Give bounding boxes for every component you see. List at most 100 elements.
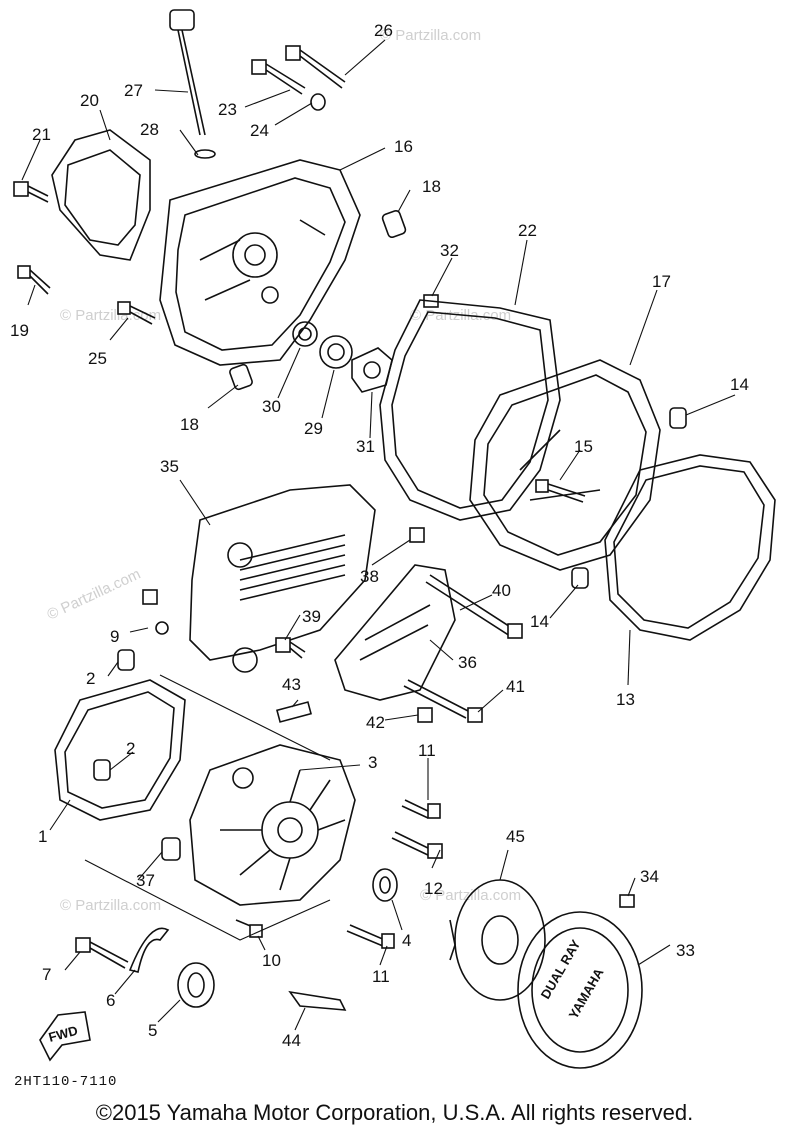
bearing-5 <box>177 962 215 1008</box>
bolt-11-lower <box>346 924 395 949</box>
callout-18: 18 <box>422 177 441 196</box>
callout-9: 9 <box>110 627 119 646</box>
dowel-2-bottom <box>93 759 111 781</box>
callout-40: 40 <box>492 581 511 600</box>
callout-45: 45 <box>506 827 525 846</box>
dowel-14-bottom <box>571 567 589 589</box>
dowel-14-top <box>669 407 687 429</box>
callout-21: 21 <box>32 125 51 144</box>
cover-marking-yamaha: YAMAHA <box>566 965 607 1021</box>
callout-42: 42 <box>366 713 385 732</box>
callout-11: 11 <box>418 741 436 760</box>
callout-29: 29 <box>304 419 323 438</box>
bolt-19 <box>17 265 51 295</box>
callout-26: 26 <box>374 21 393 40</box>
plate-36 <box>334 564 456 701</box>
callout-41: 41 <box>506 677 525 696</box>
callout-44: 44 <box>282 1031 301 1050</box>
bolt-12 <box>391 831 443 859</box>
cover-35 <box>189 484 376 673</box>
bolt-23 <box>251 59 306 95</box>
bolt-34 <box>619 894 635 908</box>
callout-2: 2 <box>86 669 95 688</box>
callout-14: 14 <box>530 612 549 631</box>
callout-39: 39 <box>302 607 321 626</box>
fwd-label: FWD <box>47 1023 79 1045</box>
bolt-40 <box>425 574 523 639</box>
callout-23: 23 <box>218 100 237 119</box>
callout-27: 27 <box>124 81 143 100</box>
cover-20 <box>51 129 151 261</box>
gasket-1-inner <box>64 691 175 809</box>
callout-34: 34 <box>640 867 659 886</box>
callout-36: 36 <box>458 653 477 672</box>
seal-4 <box>372 868 398 902</box>
gasket-22 <box>379 299 561 521</box>
cover-3 <box>189 744 356 906</box>
callout-5: 5 <box>148 1021 157 1040</box>
callout-32: 32 <box>440 241 459 260</box>
callout-31: 31 <box>356 437 375 456</box>
callout-25: 25 <box>88 349 107 368</box>
bolt-11-upper <box>401 799 441 819</box>
leader-lines <box>21 39 736 1031</box>
bolt-15 <box>535 479 586 503</box>
dipstick-27 <box>169 9 206 136</box>
copyright-notice: ©2015 Yamaha Motor Corporation, U.S.A. A… <box>95 1100 694 1125</box>
callout-1: 1 <box>38 827 47 846</box>
callout-12: 12 <box>424 879 443 898</box>
callout-35: 35 <box>160 457 179 476</box>
washer-24 <box>310 93 326 111</box>
plug-9 <box>142 589 169 635</box>
bearing-29 <box>319 335 353 369</box>
callout-14: 14 <box>730 375 749 394</box>
callout-13: 13 <box>616 690 635 709</box>
dowel-2-top <box>117 649 135 671</box>
callout-22: 22 <box>518 221 537 240</box>
watermark: © Partzilla.com <box>45 566 144 624</box>
bolt-42 <box>417 707 433 723</box>
callout-37: 37 <box>136 871 155 890</box>
gasket-1 <box>54 679 186 821</box>
dowel-18-top <box>381 209 407 239</box>
callout-labels: 1 2 2 3 4 5 6 7 9 10 11 11 12 13 14 14 1… <box>10 21 749 1050</box>
bolt-39 <box>275 637 306 659</box>
bolt-21 <box>13 181 49 203</box>
watermark: © Partzilla.com <box>60 897 161 914</box>
callout-10: 10 <box>262 951 281 970</box>
seal-6 <box>128 927 170 973</box>
callout-15: 15 <box>574 437 593 456</box>
gasket-13 <box>604 454 776 641</box>
o-ring-28 <box>194 149 216 159</box>
drawing-code: 2HT110-7110 <box>14 1074 118 1090</box>
callout-4: 4 <box>402 931 411 950</box>
callout-20: 20 <box>80 91 99 110</box>
callout-30: 30 <box>262 397 281 416</box>
cover-33: DUAL RAY YAMAHA <box>517 911 643 1069</box>
watermark: © Partzilla.com <box>60 307 161 324</box>
callout-17: 17 <box>652 272 671 291</box>
bolt-10 <box>235 919 263 938</box>
bracket-44 <box>288 990 347 1011</box>
callout-24: 24 <box>250 121 269 140</box>
callout-11: 11 <box>372 967 390 986</box>
callout-2: 2 <box>126 739 135 758</box>
fwd-arrow: FWD <box>39 1011 91 1062</box>
callout-6: 6 <box>106 991 115 1010</box>
callout-16: 16 <box>394 137 413 156</box>
crankcase-cover-16 <box>159 159 361 366</box>
callout-3: 3 <box>368 753 377 772</box>
callout-18: 18 <box>180 415 199 434</box>
watermark-layer: © Partzilla.com © Partzilla.com © Partzi… <box>45 27 522 914</box>
callout-28: 28 <box>140 120 159 139</box>
callout-7: 7 <box>42 965 51 984</box>
bolt-38 <box>409 527 425 543</box>
gasket-22-inner <box>391 311 549 509</box>
dowel-18-bottom <box>229 363 253 391</box>
callout-33: 33 <box>676 941 695 960</box>
callout-43: 43 <box>282 675 301 694</box>
dowel-37 <box>161 837 181 861</box>
bolt-7 <box>75 937 129 969</box>
seal-30 <box>292 321 318 347</box>
